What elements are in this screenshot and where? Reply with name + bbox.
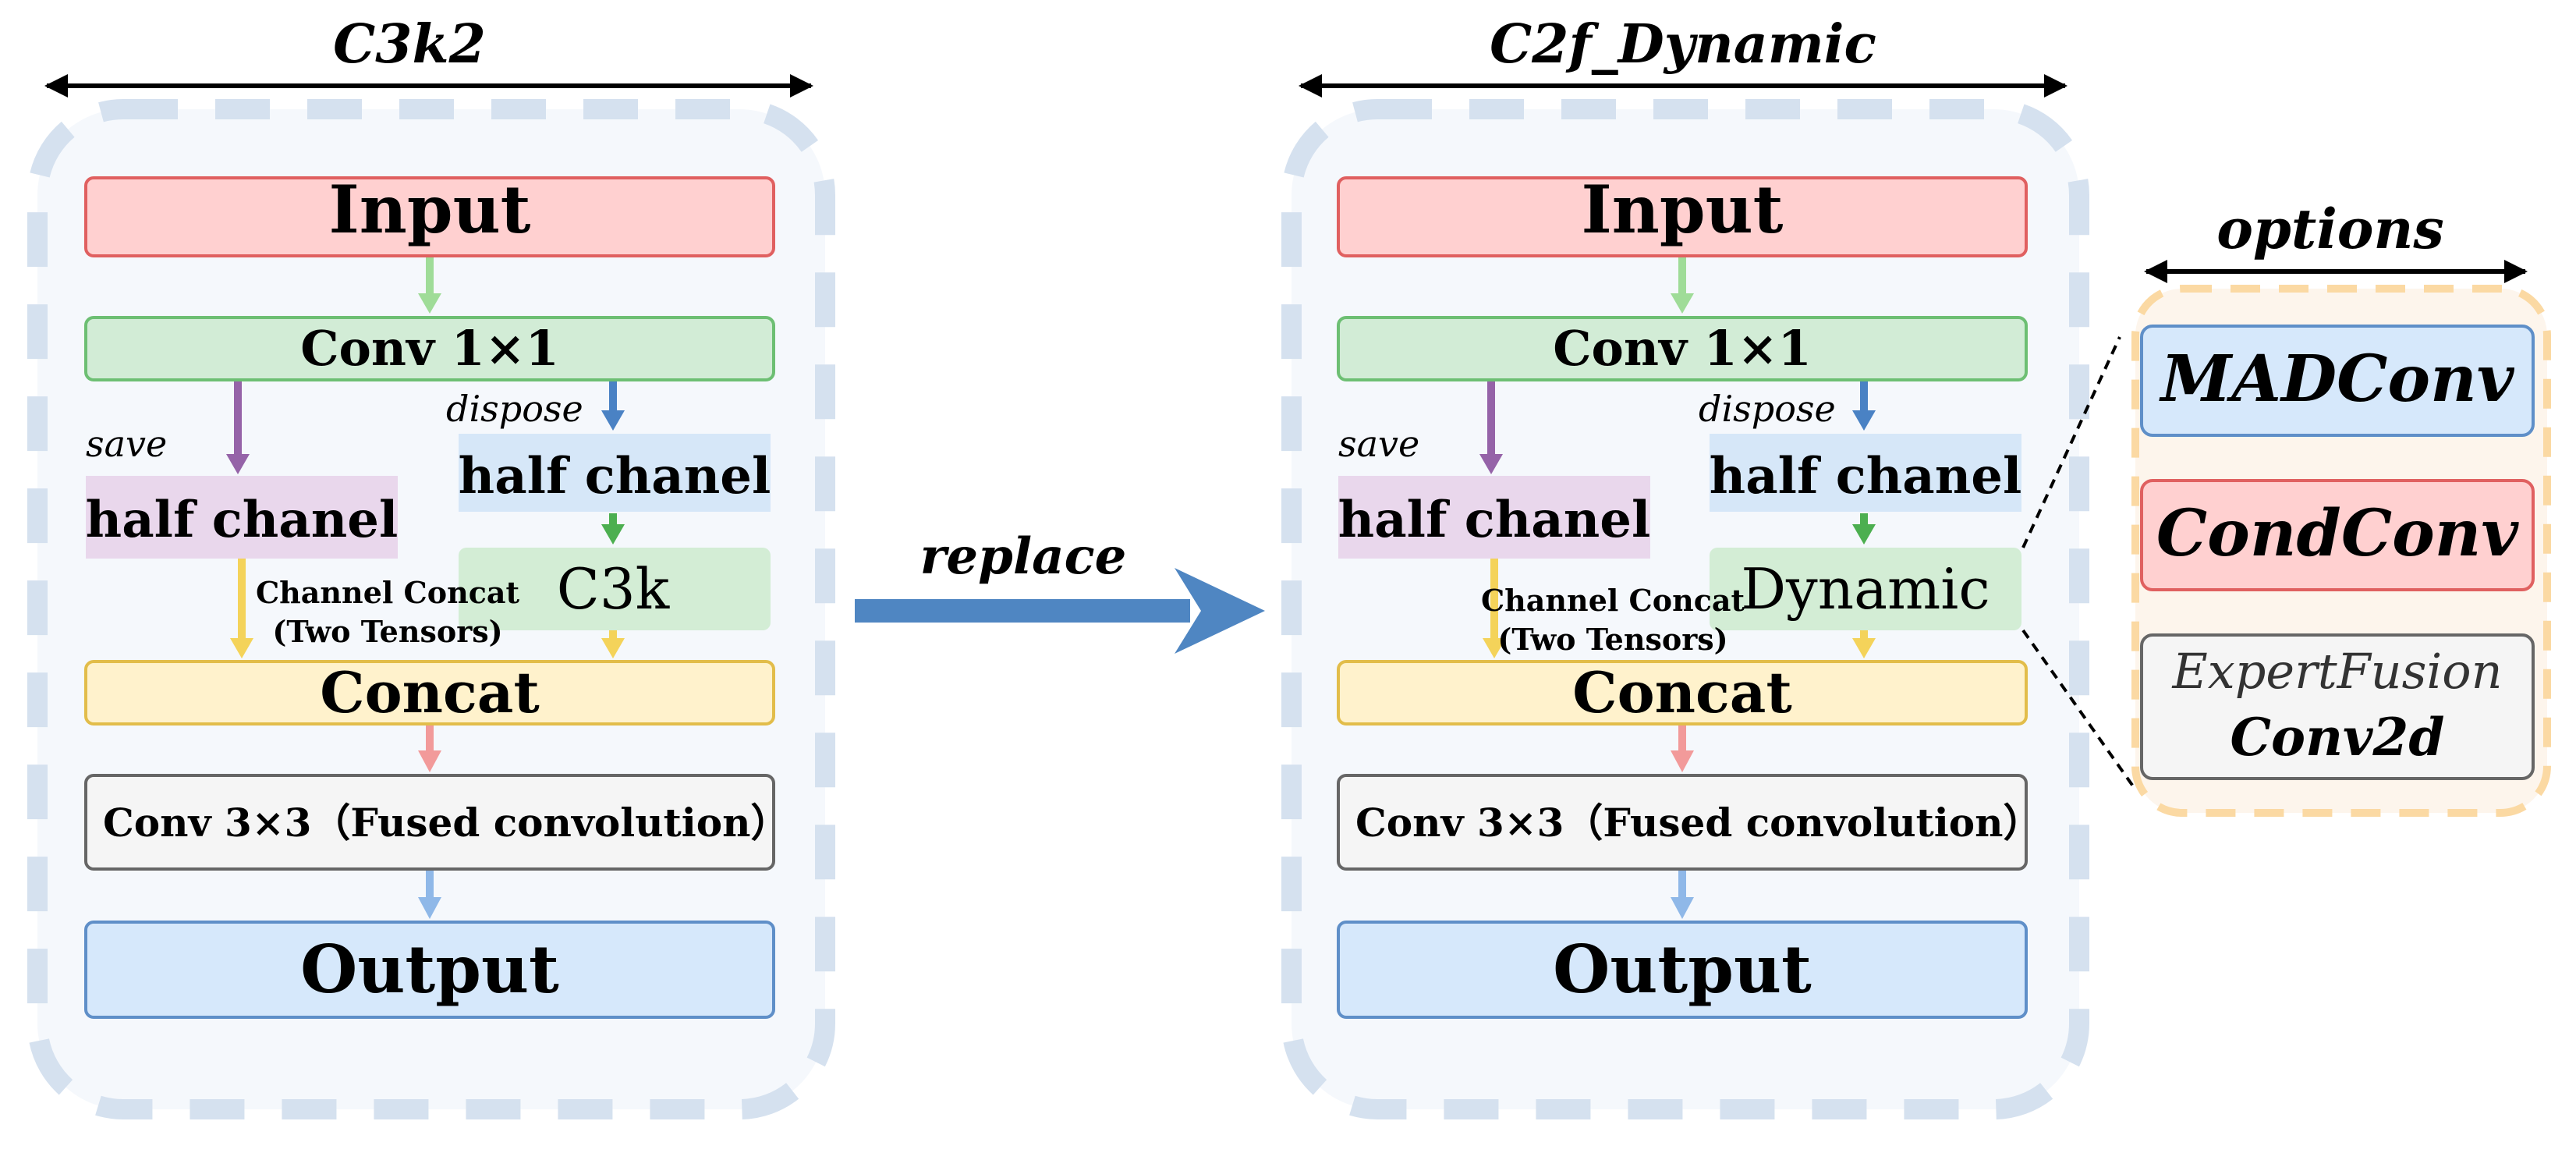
options-title: options <box>2216 197 2444 261</box>
right-arrowhead-dispose <box>1852 410 1876 431</box>
right-conv1-label: Conv 1×1 <box>1553 320 1812 377</box>
left-arrowhead-module-concat <box>601 638 625 658</box>
left-arrowhead-input-conv <box>418 293 441 314</box>
left-dispose-label: dispose <box>446 388 583 430</box>
option-madconv-label: MADConv <box>2159 342 2515 417</box>
right-output-box <box>1337 921 2028 1019</box>
right-half-chanel-dispose-label: half chanel <box>1710 447 2022 506</box>
right-module-label: Dynamic <box>1741 556 1990 622</box>
left-panel-title: C3k2 <box>333 13 486 76</box>
right-dispose-label: dispose <box>1699 388 1836 430</box>
right-arrowhead-input-conv <box>1671 293 1694 314</box>
replace-arrow-shaft <box>855 599 1190 623</box>
right-concat-note-line1: Channel Concat <box>1481 583 1745 618</box>
left-panel: C3k2 Input Conv 1×1 save dispose half ch… <box>27 13 835 1119</box>
left-arrowhead-save-concat <box>230 638 253 658</box>
options-panel: options MADConv CondConv ExpertFusion Co… <box>2131 197 2551 817</box>
left-half-chanel-save-label: half chanel <box>86 491 399 549</box>
right-arrowhead-half-module <box>1852 524 1876 545</box>
replace-arrow-head <box>1175 568 1265 654</box>
right-concat-box <box>1337 660 2028 726</box>
left-half-chanel-save <box>86 476 398 559</box>
left-output-box <box>84 921 775 1019</box>
right-arrowhead-save-concat <box>1483 638 1506 658</box>
left-arrowhead-concat-conv3 <box>418 750 441 772</box>
right-concat-note-line2: (Two Tensors) <box>1497 622 1727 657</box>
left-arrowhead-save <box>226 454 250 474</box>
left-conv1-label: Conv 1×1 <box>300 320 559 377</box>
replace-transition: replace <box>855 527 1265 654</box>
left-half-chanel-dispose-label: half chanel <box>459 447 771 506</box>
option-expertfusion-label-line1: ExpertFusion <box>2171 643 2502 700</box>
left-conv3-box <box>84 774 775 871</box>
right-arrowhead-conv3-output <box>1671 897 1694 919</box>
right-half-chanel-save <box>1338 476 1650 559</box>
right-half-chanel-dispose <box>1710 434 2021 512</box>
left-output-label: Output <box>300 931 559 1008</box>
left-input-box <box>84 176 775 257</box>
left-save-label: save <box>86 423 167 465</box>
left-conv1-box <box>84 316 775 381</box>
right-conv3-box <box>1337 774 2028 871</box>
left-arrowhead-half-module <box>601 524 625 545</box>
connector-top <box>2021 336 2121 548</box>
right-input-box <box>1337 176 2028 257</box>
left-module-box <box>459 548 771 630</box>
left-half-chanel-dispose <box>459 434 771 512</box>
right-arrowhead-concat-conv3 <box>1671 750 1694 772</box>
left-module-label: C3k <box>557 556 671 622</box>
right-input-label: Input <box>1582 171 1784 248</box>
right-panel-title: C2f_Dynamic <box>1490 13 1876 76</box>
right-conv1-box <box>1337 316 2028 381</box>
left-concat-note-line2: (Two Tensors) <box>272 614 502 649</box>
replace-label: replace <box>920 527 1127 586</box>
option-condconv-label: CondConv <box>2156 496 2519 571</box>
left-conv3-label: Conv 3×3（Fused convolution） <box>103 800 789 846</box>
option-expertfusion-label-line2: Conv2d <box>2231 707 2445 768</box>
left-concat-box <box>84 660 775 726</box>
right-module-box <box>1710 548 2021 630</box>
option-expertfusion-box <box>2140 633 2535 780</box>
right-arrowhead-module-concat <box>1852 638 1876 658</box>
right-save-label: save <box>1338 423 1419 465</box>
right-half-chanel-save-label: half chanel <box>1338 491 1651 549</box>
left-concat-note-line1: Channel Concat <box>256 575 520 610</box>
right-panel: C2f_Dynamic Input Conv 1×1 save dispose … <box>1281 13 2089 1119</box>
left-arrowhead-conv3-output <box>418 897 441 919</box>
left-arrowhead-dispose <box>601 410 625 431</box>
option-condconv-box <box>2140 479 2535 591</box>
right-conv3-label: Conv 3×3（Fused convolution） <box>1355 800 2042 846</box>
left-concat-label: Concat <box>320 659 539 726</box>
left-input-label: Input <box>329 171 531 248</box>
right-output-label: Output <box>1553 931 1812 1008</box>
option-madconv-box <box>2140 325 2535 437</box>
right-concat-label: Concat <box>1572 659 1791 726</box>
right-arrowhead-save <box>1479 454 1503 474</box>
